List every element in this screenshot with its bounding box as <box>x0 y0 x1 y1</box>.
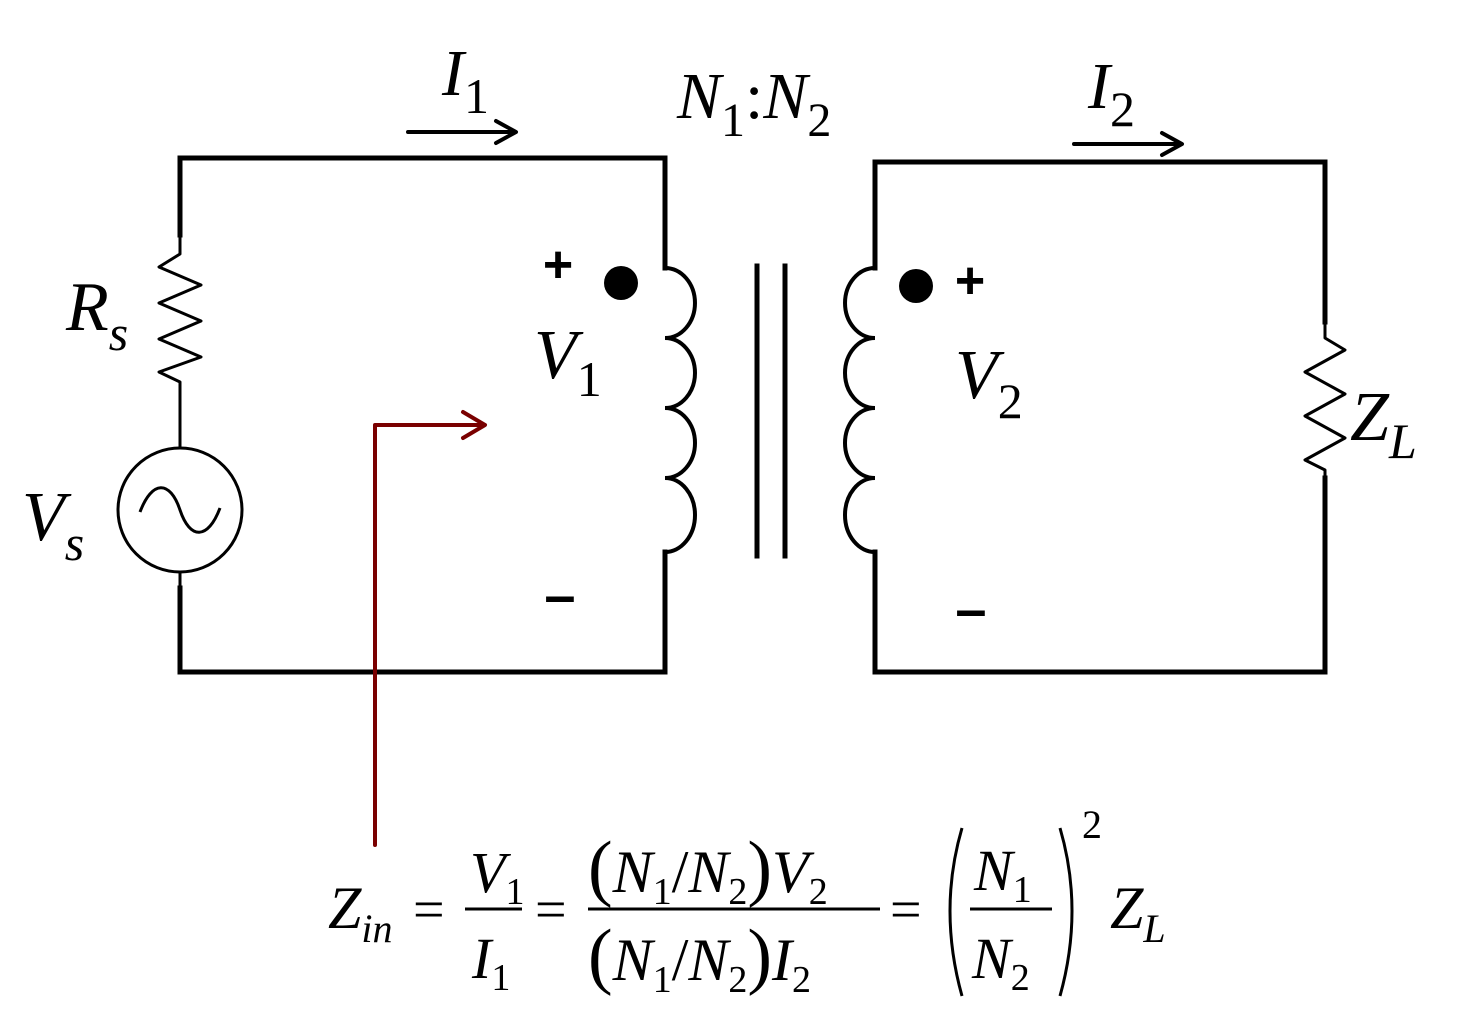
eq-i1-denominator: I1 <box>471 926 510 999</box>
eq-denominator-2: (N1/N2)I2 <box>588 915 811 1001</box>
zin-equation: Zin = V1 I1 = (N1/N2)V2 (N1/N2)I2 = N1 N… <box>328 802 1166 1001</box>
label-v1: V1 <box>534 317 602 407</box>
load-impedance <box>1303 322 1347 480</box>
secondary-bottom-wire <box>872 475 1328 675</box>
v2-plus-sign: + <box>955 252 985 310</box>
primary-wiring <box>177 155 668 675</box>
eq-n2-denominator: N2 <box>971 926 1030 999</box>
load-zl-zigzag <box>1303 322 1347 480</box>
eq-numerator-2: (N1/N2)V2 <box>588 827 828 913</box>
secondary-polarity-dot <box>899 269 933 303</box>
eq-left-paren <box>948 827 964 997</box>
zin-pointer <box>373 410 487 847</box>
eq-right-paren <box>1058 827 1074 997</box>
eq-square-exponent: 2 <box>1082 802 1102 847</box>
primary-winding <box>664 266 697 554</box>
label-zl: ZL <box>1350 379 1417 469</box>
v1-minus-sign: – <box>544 563 575 626</box>
v1-plus-sign: + <box>543 236 573 294</box>
secondary-coil <box>843 266 876 554</box>
primary-coil <box>664 266 697 554</box>
zin-pointer-line <box>373 423 485 847</box>
eq-zin: Zin <box>328 875 393 951</box>
resistor-rs-zigzag <box>157 235 203 448</box>
eq-equals-3: = <box>890 879 922 941</box>
primary-polarity-dot <box>604 266 638 300</box>
current-arrow-i2 <box>1072 131 1184 157</box>
eq-n1-numerator: N1 <box>973 838 1032 911</box>
label-i2: I2 <box>1087 50 1135 137</box>
secondary-top-wire <box>872 159 1328 325</box>
source-resistor <box>157 235 203 448</box>
label-i1: I1 <box>441 37 489 124</box>
secondary-winding <box>843 266 876 554</box>
label-rs: Rs <box>65 269 128 361</box>
label-turns-ratio: N1:N2 <box>676 60 831 147</box>
label-vs: Vs <box>22 479 84 571</box>
primary-bottom-wire <box>177 585 668 675</box>
sine-wave-icon <box>138 486 222 534</box>
eq-v1-numerator: V1 <box>470 840 524 913</box>
v2-minus-sign: – <box>955 577 986 640</box>
zin-pointer-arrowhead-icon <box>461 410 487 440</box>
label-v2: V2 <box>955 337 1023 429</box>
transformer-core <box>754 263 788 559</box>
i1-arrow-icon <box>406 119 518 145</box>
eq-equals-1: = <box>413 879 445 941</box>
secondary-wiring <box>872 159 1328 675</box>
i2-arrow-icon <box>1072 131 1184 157</box>
eq-equals-2: = <box>535 879 567 941</box>
ac-voltage-source <box>116 446 244 590</box>
current-arrow-i1 <box>406 119 518 145</box>
eq-zl: ZL <box>1110 875 1166 951</box>
